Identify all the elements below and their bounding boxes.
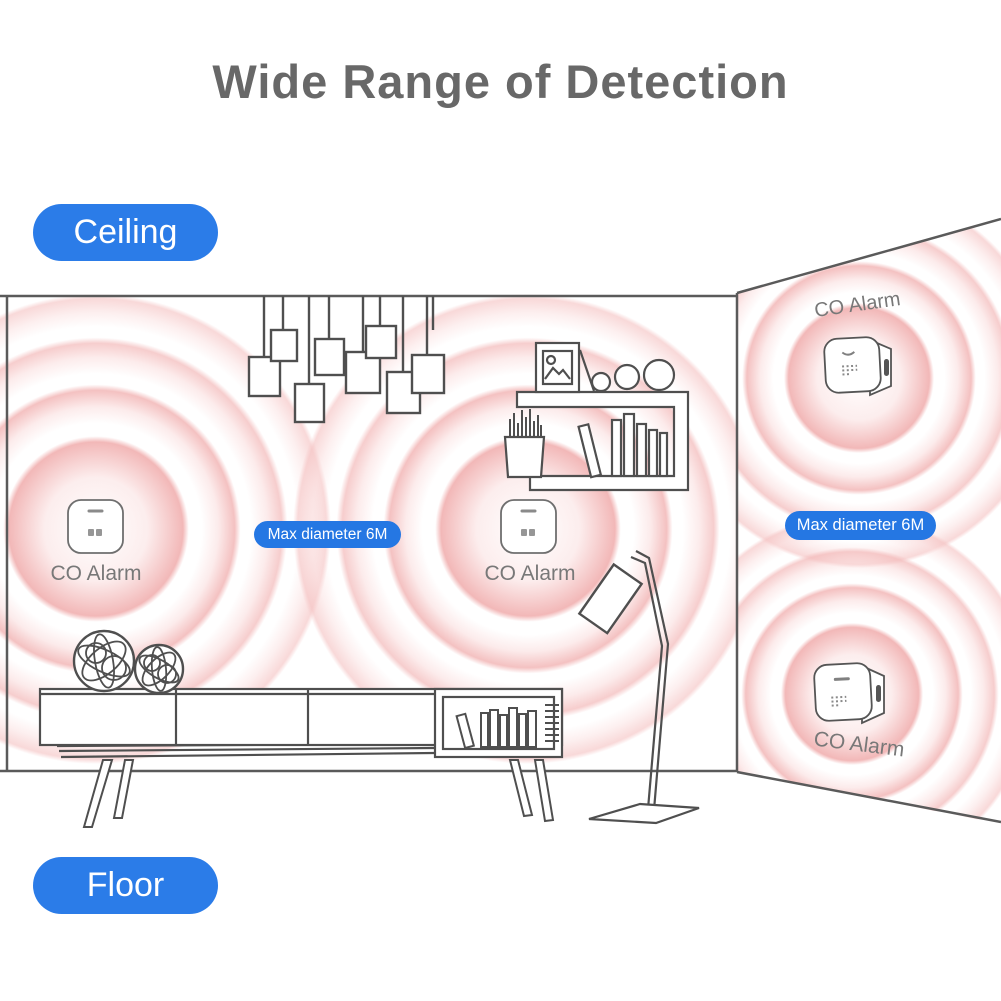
ceiling-badge: Ceiling (33, 204, 218, 261)
floor-badge: Floor (33, 857, 218, 914)
page-title: Wide Range of Detection (212, 55, 789, 108)
range-badge-room: Max diameter 6M (254, 521, 401, 548)
co-alarm-label-middle: CO Alarm (484, 562, 576, 585)
range-badge-wall: Max diameter 6M (785, 511, 936, 540)
co-alarm-label-left: CO Alarm (50, 562, 142, 585)
